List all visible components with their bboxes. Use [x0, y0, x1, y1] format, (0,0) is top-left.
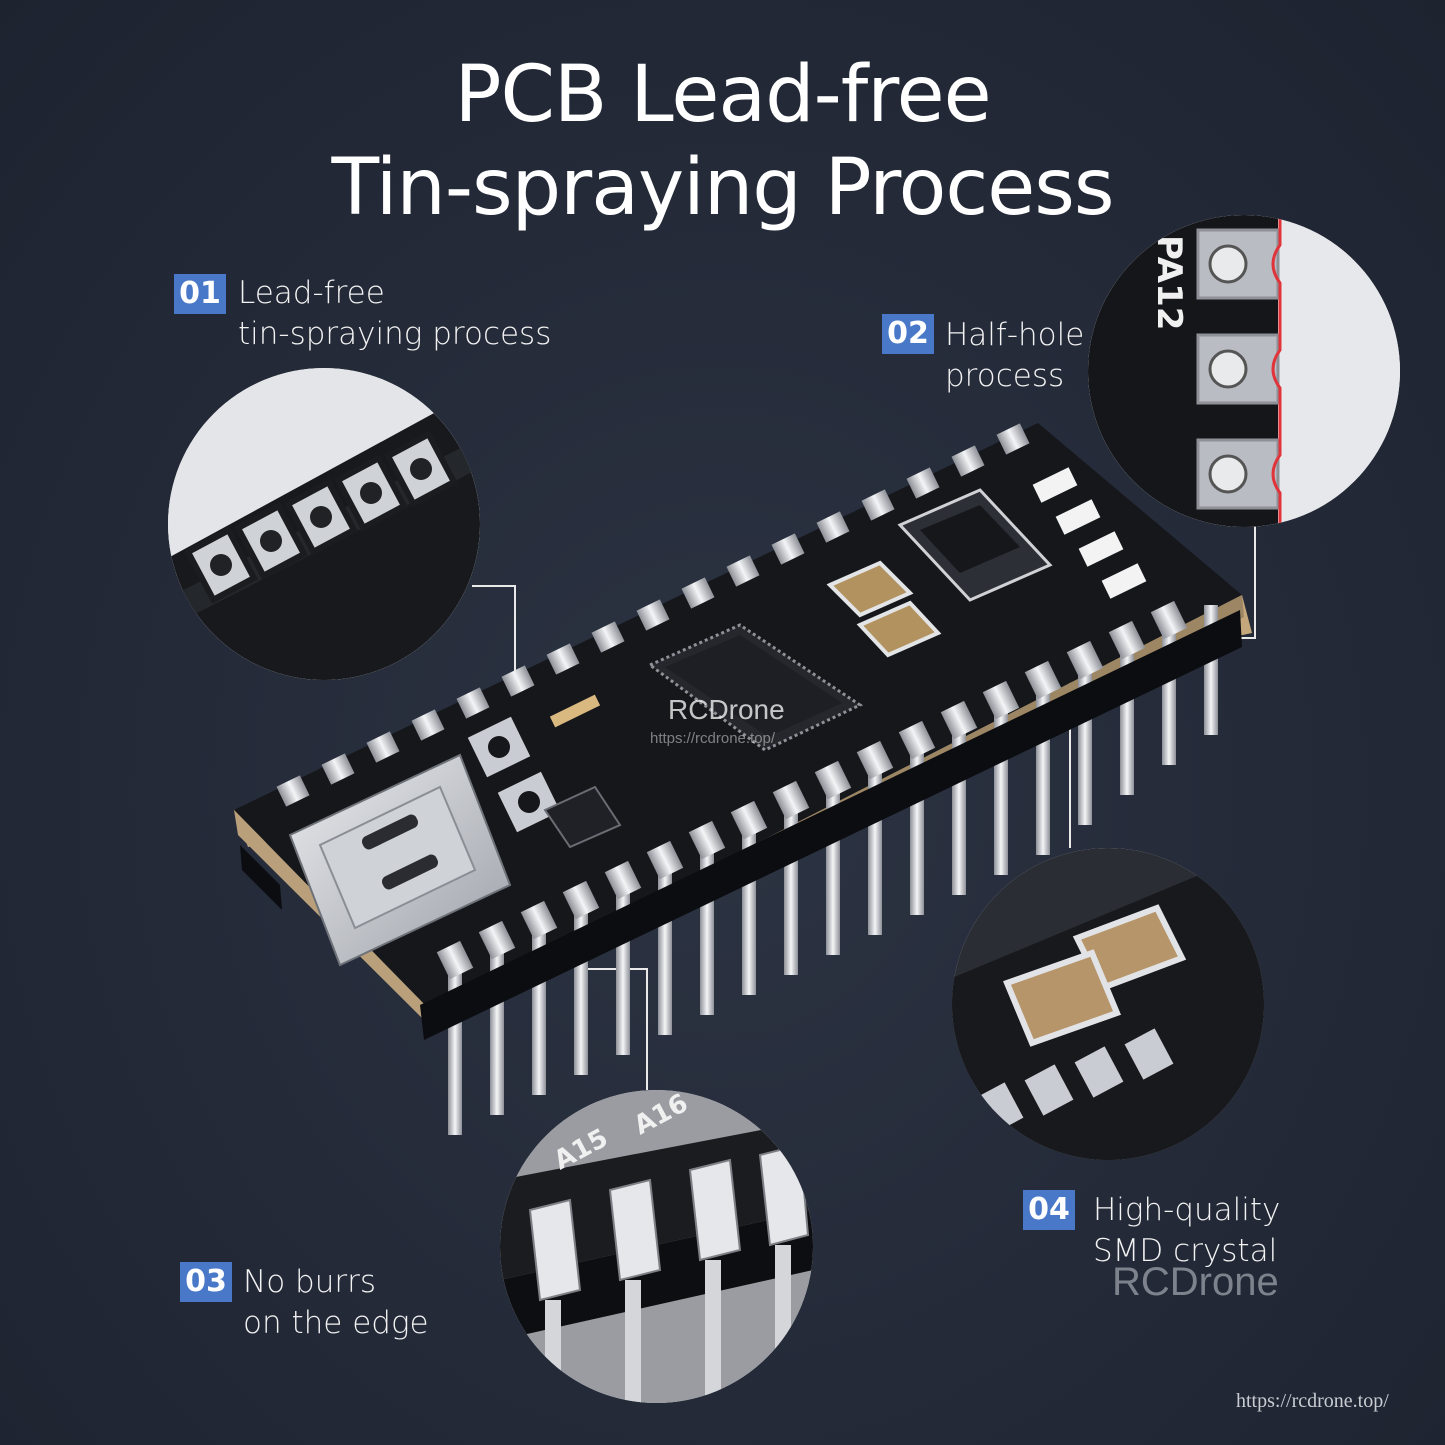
feature-label-02-line2: process [945, 358, 1065, 394]
site-url: https://rcdrone.top/ [1236, 1390, 1389, 1412]
main-title-line2: Tin-spraying Process [331, 143, 1115, 233]
feature-label-01-line2: tin-spraying process [238, 316, 552, 352]
header-plastic [420, 610, 1242, 1040]
microcontroller-chip [647, 623, 864, 752]
feature-label-04-line1: High-quality [1093, 1192, 1281, 1228]
top-header-pins [276, 423, 1030, 807]
detail-circle-01 [168, 368, 480, 680]
leader-line-04 [1069, 638, 1073, 848]
leader-line-01 [472, 585, 516, 697]
feature-label-04-line2: SMD crystal [1093, 1233, 1278, 1269]
usb-c-connector [288, 753, 512, 967]
detail-circle-04 [952, 848, 1264, 1160]
feature-label-03-line1: No burrs [243, 1264, 376, 1300]
feature-badge-02: 02 [882, 314, 934, 354]
feature-label-02-line1: Half-hole [945, 317, 1085, 353]
header-plastic-left [240, 845, 282, 910]
feature-label-03-line2: on the edge [243, 1305, 429, 1341]
crystal-closeup [952, 848, 1264, 1160]
watermark-bottom-right: RCDrone [1112, 1260, 1279, 1304]
half-hole-pads [1032, 467, 1147, 599]
fpc-connector [897, 488, 1053, 602]
feature-badge-04: 04 [1023, 1190, 1075, 1230]
feature-label-01-line1: Lead-free [238, 275, 385, 311]
watermark-center: RCDrone [668, 694, 785, 725]
edge-pins-closeup: A15 A16 [500, 1090, 813, 1403]
crystal-oscillators [826, 560, 942, 658]
status-leds [549, 694, 601, 728]
bottom-tin-pads [436, 600, 1188, 980]
tin-pads-closeup [168, 368, 480, 680]
detail-circle-03: A15 A16 [500, 1090, 813, 1403]
feature-badge-01: 01 [174, 274, 226, 314]
voltage-regulator [543, 785, 622, 849]
watermark-center-url: https://rcdrone.top/ [650, 730, 776, 747]
leader-line-03 [582, 968, 648, 1090]
tactile-buttons [467, 716, 561, 833]
feature-badge-03: 03 [180, 1262, 232, 1302]
half-hole-closeup: PA12 [1088, 215, 1400, 527]
pcb-board-image [234, 423, 1252, 1135]
main-title-line1: PCB Lead-free [454, 50, 991, 140]
half-hole-pin-labels: PA12 [1149, 235, 1189, 330]
detail-circle-02: PA12 [1088, 215, 1400, 527]
